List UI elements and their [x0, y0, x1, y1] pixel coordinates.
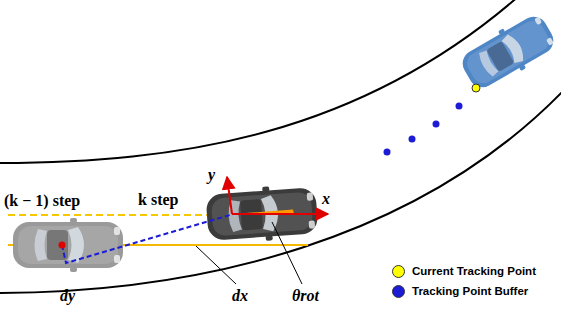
legend-swatch	[392, 265, 405, 278]
legend: Current Tracking PointTracking Point Buf…	[392, 261, 536, 301]
legend-swatch	[392, 285, 405, 298]
car-previous	[13, 218, 123, 272]
axis-label: x	[322, 190, 330, 208]
car-target	[456, 9, 560, 96]
legend-text: Tracking Point Buffer	[412, 285, 528, 297]
math-label: dx	[232, 287, 248, 305]
buffer-point	[384, 149, 391, 156]
road-edge	[0, 0, 520, 163]
buffer-point	[456, 103, 463, 110]
road-edge	[0, 88, 561, 293]
displacement-line	[62, 215, 230, 263]
buffer-point	[409, 136, 416, 143]
legend-text: Current Tracking Point	[412, 265, 536, 277]
axis-label: y	[208, 166, 215, 184]
y-axis	[227, 177, 232, 214]
step-label: k step	[138, 191, 178, 209]
legend-row: Tracking Point Buffer	[392, 281, 536, 301]
leader-line	[196, 246, 236, 284]
current-point	[472, 84, 480, 92]
buffer-point	[433, 121, 440, 128]
math-label: dy	[60, 287, 75, 305]
legend-row: Current Tracking Point	[392, 261, 536, 281]
x-axis	[232, 213, 328, 215]
leader-line	[272, 222, 302, 284]
origin-dot	[59, 242, 66, 249]
math-label: θrot	[292, 287, 319, 305]
step-label: (k − 1) step	[4, 192, 80, 210]
